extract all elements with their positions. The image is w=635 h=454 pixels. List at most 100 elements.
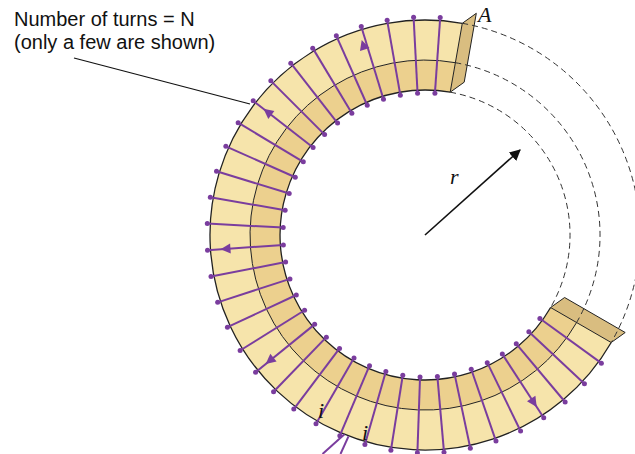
winding-turn [540, 318, 601, 363]
winding-dot [302, 308, 307, 313]
winding-dot [208, 195, 213, 200]
winding-dot [398, 93, 403, 98]
winding-dot [293, 175, 298, 180]
winding-turns [205, 15, 604, 454]
winding-dot [485, 360, 490, 365]
winding-turn [256, 324, 315, 372]
winding-turn [271, 81, 325, 135]
winding-dot [441, 450, 446, 454]
winding-dot [599, 361, 604, 366]
current-arrow [360, 40, 370, 51]
winding-dot [469, 367, 474, 372]
winding-dot [238, 348, 243, 353]
winding-dot [337, 346, 342, 351]
winding-turn [529, 332, 585, 384]
winding-dot [310, 46, 315, 51]
winding-dot [283, 208, 288, 213]
winding-dot [365, 103, 370, 108]
winding-dot [415, 91, 420, 96]
winding-dot [312, 322, 317, 327]
winding-turn [238, 123, 303, 162]
winding-dot [438, 15, 443, 20]
winding-turn [207, 224, 283, 228]
winding-dot [388, 448, 393, 453]
winding-turn [208, 245, 284, 250]
winding-dot [500, 352, 505, 357]
current-arrow [264, 109, 275, 119]
winding-dot [367, 363, 372, 368]
radius-symbol: r [450, 164, 459, 189]
current-arrow [527, 396, 537, 407]
winding-dot [215, 300, 220, 305]
winding-turn [437, 376, 444, 452]
winding-dot [253, 370, 258, 375]
winding-dot [541, 415, 546, 420]
radius-arrow [425, 150, 520, 235]
winding-turn [391, 375, 403, 450]
winding-dot [359, 24, 364, 29]
current-symbol: i [318, 398, 324, 423]
winding-turn [210, 197, 285, 210]
winding-turn [387, 20, 400, 95]
winding-dot [214, 169, 219, 174]
winding-dot [223, 144, 228, 149]
winding-dot [335, 121, 340, 126]
winding-dot [383, 369, 388, 374]
winding-dot [205, 221, 210, 226]
dashed-arc [462, 23, 635, 342]
winding-dot [287, 276, 292, 281]
winding-dot [291, 407, 296, 412]
winding-dot [582, 381, 587, 386]
winding-turn [253, 101, 313, 148]
winding-dot [225, 325, 230, 330]
winding-dot [322, 132, 327, 137]
core-middle-edge [250, 60, 577, 410]
winding-dot [468, 446, 473, 451]
cutaway-dashes [450, 23, 635, 342]
winding-turn [227, 295, 296, 327]
winding-dot [271, 389, 276, 394]
winding-dot [514, 341, 519, 346]
winding-dot [381, 97, 386, 102]
winding-dot [268, 78, 273, 83]
winding-dot [294, 293, 299, 298]
winding-dot [563, 399, 568, 404]
winding-turn [417, 377, 420, 453]
current-arrow [221, 244, 231, 254]
winding-dot [400, 373, 405, 378]
winding-turn [217, 171, 290, 193]
dashed-arc [450, 92, 570, 307]
winding-dot [411, 15, 416, 20]
cross-section-face [551, 298, 626, 343]
winding-dot [281, 242, 286, 247]
winding-turn [218, 279, 290, 302]
winding-dot [352, 355, 357, 360]
winding-dot [415, 450, 420, 454]
core-outer-face [210, 20, 611, 450]
dashed-arc [455, 63, 600, 323]
winding-turn [316, 358, 354, 424]
winding-dot [385, 18, 390, 23]
winding-dot [236, 120, 241, 125]
winding-dot [205, 248, 210, 253]
winding-turn [487, 363, 520, 431]
winding-turn [435, 18, 440, 94]
area-symbol: A [478, 2, 491, 27]
winding-dot [349, 111, 354, 116]
current-symbol: i [362, 420, 368, 445]
winding-dot [209, 274, 214, 279]
winding-dot [537, 316, 542, 321]
toroid-core [210, 13, 625, 450]
winding-note: Number of turns = N (only a few are show… [14, 8, 229, 54]
winding-turn [516, 344, 565, 402]
winding-dot [418, 374, 423, 379]
winding-turn [294, 348, 340, 409]
winding-dot [452, 371, 457, 376]
winding-turn [211, 262, 286, 277]
winding-dot [301, 159, 306, 164]
winding-turn [361, 27, 383, 100]
core-inner-edge [280, 90, 551, 380]
winding-turn [291, 63, 338, 123]
winding-dot [432, 91, 437, 96]
